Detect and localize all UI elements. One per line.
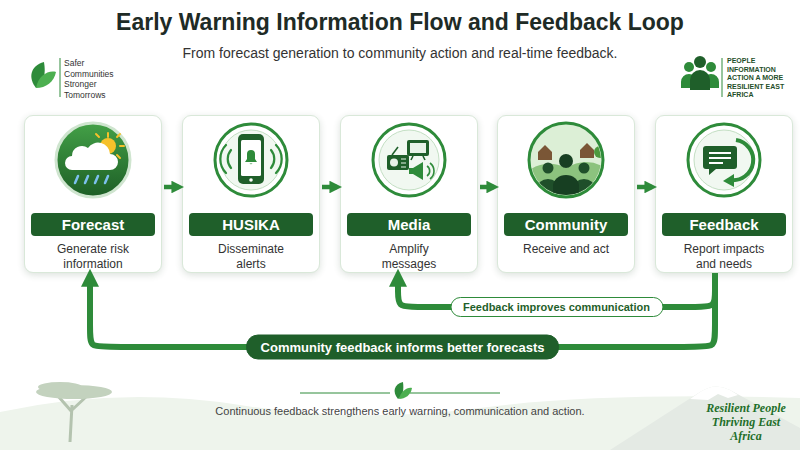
card-description: Receive and act — [520, 242, 612, 257]
person-head — [559, 154, 573, 168]
card-heading: Feedback — [662, 213, 786, 236]
icon-ring — [688, 124, 760, 196]
alert-icon — [215, 124, 287, 196]
signal-waves — [220, 145, 281, 173]
return-arrow-head — [723, 174, 734, 187]
caption-leaf — [399, 388, 412, 399]
icon-ring — [379, 130, 439, 190]
community-icon — [526, 123, 606, 200]
process-card: FeedbackReport impacts and needs — [655, 115, 793, 273]
logo-leaf — [36, 72, 56, 88]
people-icon-head — [706, 62, 716, 72]
feedback-loop-arrow — [90, 273, 715, 347]
process-card: HUSIKA Disseminate alerts — [182, 115, 320, 273]
card-description: Disseminate alerts — [205, 242, 297, 272]
logo-tagline: Safer Communities Stronger Tomorrows — [64, 58, 116, 100]
card-heading: Media — [347, 213, 471, 236]
tv-screen — [410, 143, 426, 153]
process-card: ForecastGenerate risk information — [24, 115, 162, 273]
icon-ring — [221, 130, 281, 190]
community-scene — [526, 143, 606, 200]
person-body — [553, 175, 579, 196]
forecast-icon — [56, 123, 130, 197]
tree — [594, 146, 606, 158]
mountain-snow — [690, 386, 738, 400]
rain — [75, 176, 108, 183]
icon-disc — [56, 123, 130, 197]
logo-divider — [722, 58, 723, 97]
radio-antenna — [392, 147, 398, 155]
chat-lines — [709, 153, 731, 163]
connector-layer — [90, 187, 715, 347]
process-card: MediaAmplify messages — [340, 115, 478, 273]
radio-dial — [401, 159, 406, 167]
people-icon-head — [684, 62, 694, 72]
phone-button — [249, 178, 253, 182]
megaphone — [409, 162, 423, 180]
person-head — [579, 163, 590, 174]
media-icon — [373, 124, 445, 196]
card-heading: Forecast — [31, 213, 155, 236]
bell — [245, 150, 257, 164]
sun-rays — [96, 133, 124, 158]
phone-screen — [241, 140, 261, 176]
flow-arrow — [637, 185, 652, 190]
diagram-caption: Continuous feedback strengthens early wa… — [0, 405, 800, 417]
edge-label: Feedback improves communication — [450, 297, 663, 317]
edge-label: Community feedback informs better foreca… — [246, 335, 560, 360]
person-head — [543, 163, 554, 174]
radio — [387, 155, 409, 170]
mountain — [610, 386, 800, 450]
flow-arrow — [322, 185, 337, 190]
icon-ring — [694, 130, 754, 190]
logo-divider — [60, 58, 61, 97]
card-heading: HUSIKA — [189, 213, 313, 236]
acacia-canopy — [38, 382, 82, 392]
slogan: Resilient People Thriving East Africa — [700, 401, 792, 443]
icon-ring — [373, 124, 445, 196]
logo-tagline: PEOPLE INFORMATION ACTION A MORE RESILIE… — [727, 57, 793, 100]
cloud — [65, 143, 118, 170]
card-description: Amplify messages — [363, 242, 455, 272]
feedback-icon — [688, 124, 760, 196]
people-icon-head — [694, 56, 706, 68]
radio-speaker — [390, 159, 398, 167]
diagram-title: Early Warning Information Flow and Feedb… — [0, 9, 800, 36]
feedback-loop-arrow — [398, 273, 715, 307]
process-card: CommunityReceive and act — [497, 115, 635, 273]
house — [538, 145, 552, 160]
phone — [238, 134, 264, 184]
tv — [407, 140, 429, 156]
hills — [526, 162, 606, 200]
flow-arrow — [480, 185, 494, 190]
acacia-trunk — [58, 395, 88, 442]
people-icon-body — [690, 70, 710, 90]
subtitle: From forecast generation to community ac… — [0, 45, 800, 62]
chat-bubble — [703, 146, 737, 175]
icon-ring — [215, 124, 287, 196]
sound-lines — [427, 163, 434, 179]
flow-arrow — [164, 185, 179, 190]
return-arrow — [730, 140, 753, 180]
card-description: Report impacts and needs — [678, 242, 770, 272]
tv-legs — [411, 156, 425, 160]
person-body — [537, 179, 595, 194]
card-description: Generate risk information — [47, 242, 139, 272]
house — [580, 143, 594, 158]
icon-disc — [529, 123, 603, 197]
sun — [100, 138, 116, 154]
card-heading: Community — [504, 213, 628, 236]
